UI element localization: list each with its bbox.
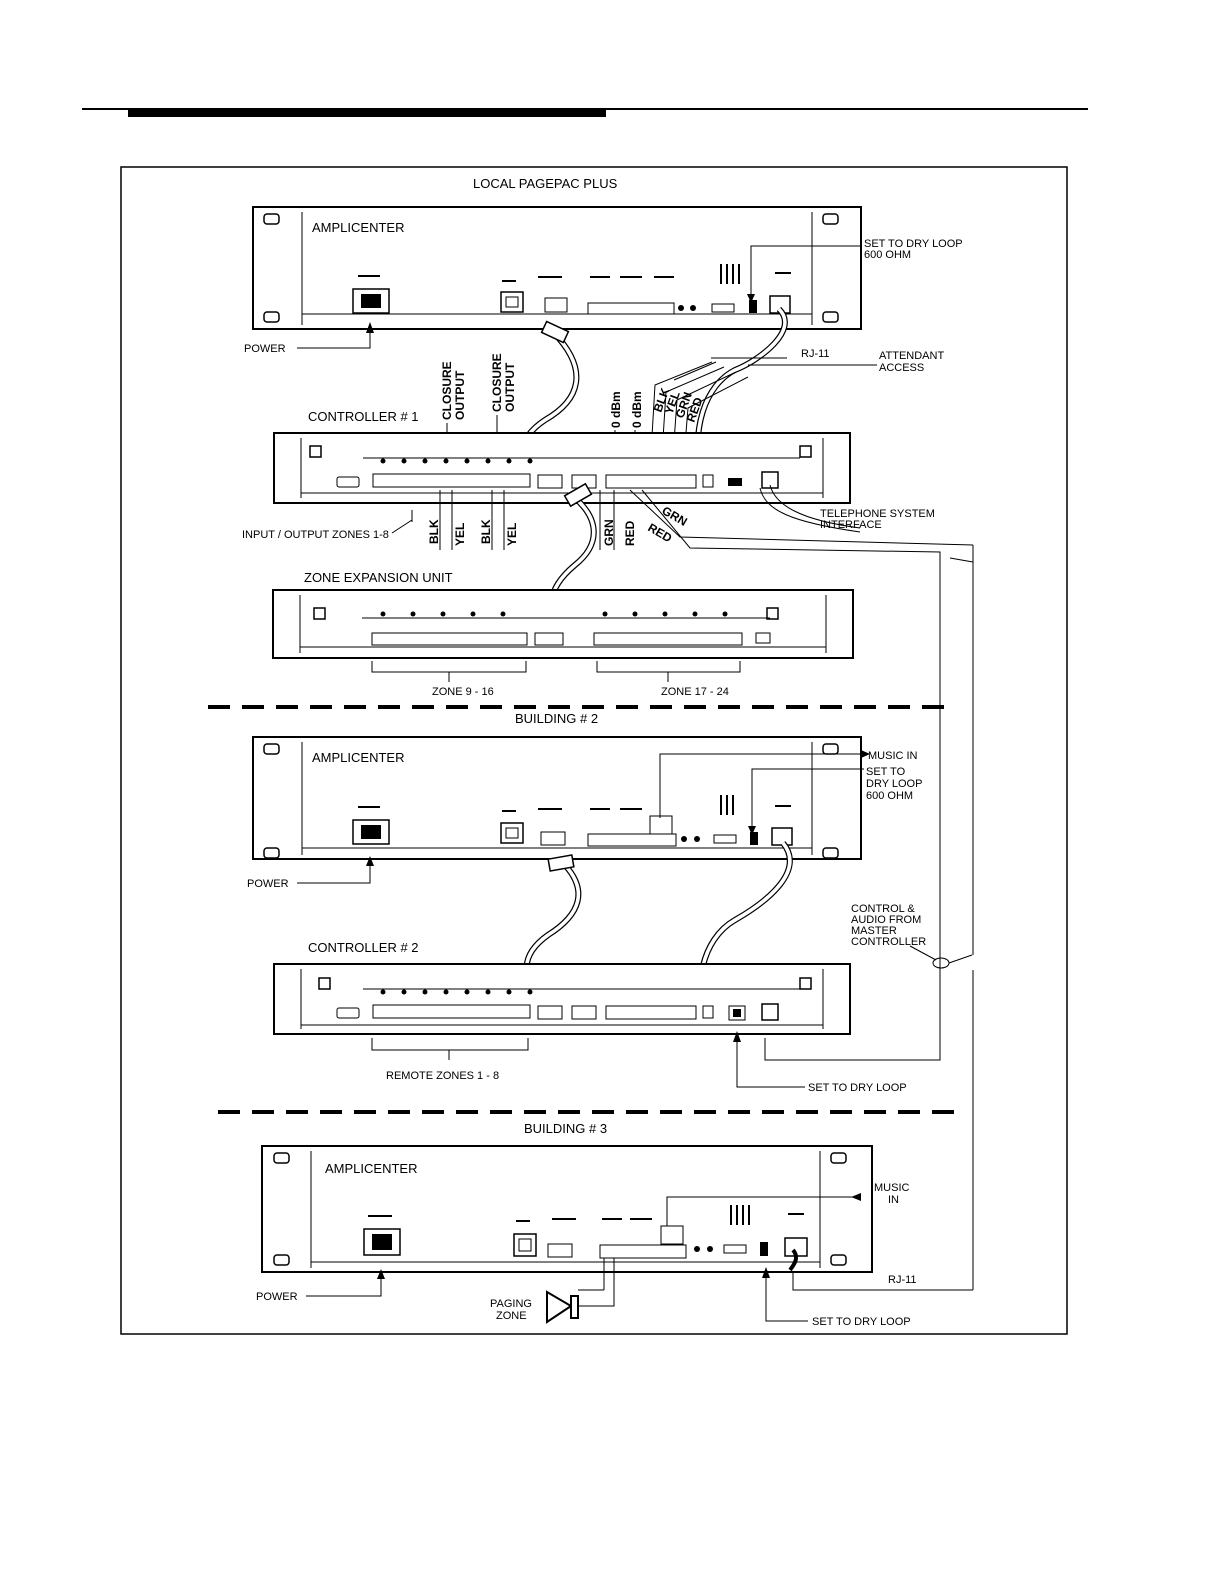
b2-set-to-1: SET TO (866, 766, 906, 778)
trunk-wire-grn-d: GRN (660, 503, 690, 528)
zone-9-16-label: ZONE 9 - 16 (432, 686, 494, 698)
b3-power-label: POWER (256, 1291, 298, 1303)
attendant-access-1: ATTENDANT (879, 350, 944, 362)
local-title: LOCAL PAGEPAC PLUS (473, 176, 618, 191)
zone-wire-blk-2: BLK (479, 519, 493, 544)
attendant-access-2: ACCESS (879, 362, 924, 374)
b2-power-label: POWER (247, 878, 289, 890)
local-set-dry-loop-1: SET TO DRY LOOP (864, 238, 963, 250)
closure-output-2-a: CLOSURE (490, 353, 504, 412)
zone-17-24-label: ZONE 17 - 24 (661, 686, 729, 698)
controller-2 (273, 963, 851, 1035)
closure-output-1-b: OUTPUT (453, 370, 467, 420)
zone-wires (439, 490, 505, 550)
control-audio-4: CONTROLLER (851, 936, 926, 948)
zero-dbm-1: 0 dBm (609, 391, 623, 428)
b3-rj11-label: RJ-11 (888, 1274, 917, 1286)
remote-zones-label: REMOTE ZONES 1 - 8 (386, 1070, 499, 1082)
paging-zone-1: PAGING (490, 1298, 532, 1310)
b2-music-in-label: MUSIC IN (868, 750, 918, 762)
local-rj11-label: RJ-11 (801, 348, 830, 360)
control-audio-3: MASTER (851, 925, 897, 937)
paging-speaker-icon (546, 1258, 615, 1324)
b3-music-in-2: IN (888, 1194, 899, 1206)
amplicenter-3: AMPLICENTER (261, 1145, 873, 1273)
telephone-interface-1: TELEPHONE SYSTEM (820, 508, 935, 520)
b2-set-dry-loop-label: SET TO DRY LOOP (808, 1082, 907, 1094)
zone-expansion-label: ZONE EXPANSION UNIT (304, 570, 453, 585)
amplicenter-2-label: AMPLICENTER (312, 750, 404, 765)
amplicenter-3-label: AMPLICENTER (325, 1161, 417, 1176)
b2-set-to-2: DRY LOOP (866, 778, 922, 790)
control-audio-1: CONTROL & (851, 903, 915, 915)
closure-output-1-a: CLOSURE (440, 361, 454, 420)
telephone-interface-2: INTERFACE (820, 519, 882, 531)
telephone-cable (769, 484, 861, 529)
amplicenter-1-label: AMPLICENTER (312, 220, 404, 235)
b3-set-dry-loop-label: SET TO DRY LOOP (812, 1316, 911, 1328)
header-rule (82, 108, 1088, 117)
control-audio-bundle (932, 957, 950, 969)
controller-1 (273, 432, 851, 504)
trunk-wires (599, 489, 974, 1061)
figure-frame (120, 166, 1068, 1335)
zero-dbm-2: 0 dBm (630, 391, 644, 428)
building-2-title: BUILDING # 2 (515, 711, 598, 726)
local-power-arrow (297, 329, 371, 349)
zone-brackets (371, 661, 741, 682)
building-3-title: BUILDING # 3 (524, 1121, 607, 1136)
io-zones-label: INPUT / OUTPUT ZONES 1-8 (242, 529, 389, 541)
zone-wire-blk-1: BLK (427, 519, 441, 544)
amplicenter-2: AMPLICENTER (252, 736, 862, 860)
zone-expansion-unit (272, 589, 854, 659)
controller-1-label: CONTROLLER # 1 (308, 409, 419, 424)
trunk-wire-grn-v: GRN (602, 519, 616, 546)
b3-music-in-1: MUSIC (874, 1182, 910, 1194)
amplicenter-1: AMPLICENTER (252, 206, 862, 330)
paging-zone-2: ZONE (496, 1310, 527, 1322)
local-power-label: POWER (244, 343, 286, 355)
control-audio-2: AUDIO FROM (851, 914, 921, 926)
local-dry-loop-leader (750, 245, 861, 300)
zone-wire-yel-2: YEL (505, 523, 519, 546)
closure-output-2-b: OUTPUT (503, 362, 517, 412)
trunk-wire-red-v: RED (623, 520, 637, 546)
zone-wire-yel-1: YEL (453, 523, 467, 546)
controller-2-label: CONTROLLER # 2 (308, 940, 419, 955)
b2-set-to-3: 600 OHM (866, 790, 913, 802)
local-set-dry-loop-2: 600 OHM (864, 249, 911, 261)
